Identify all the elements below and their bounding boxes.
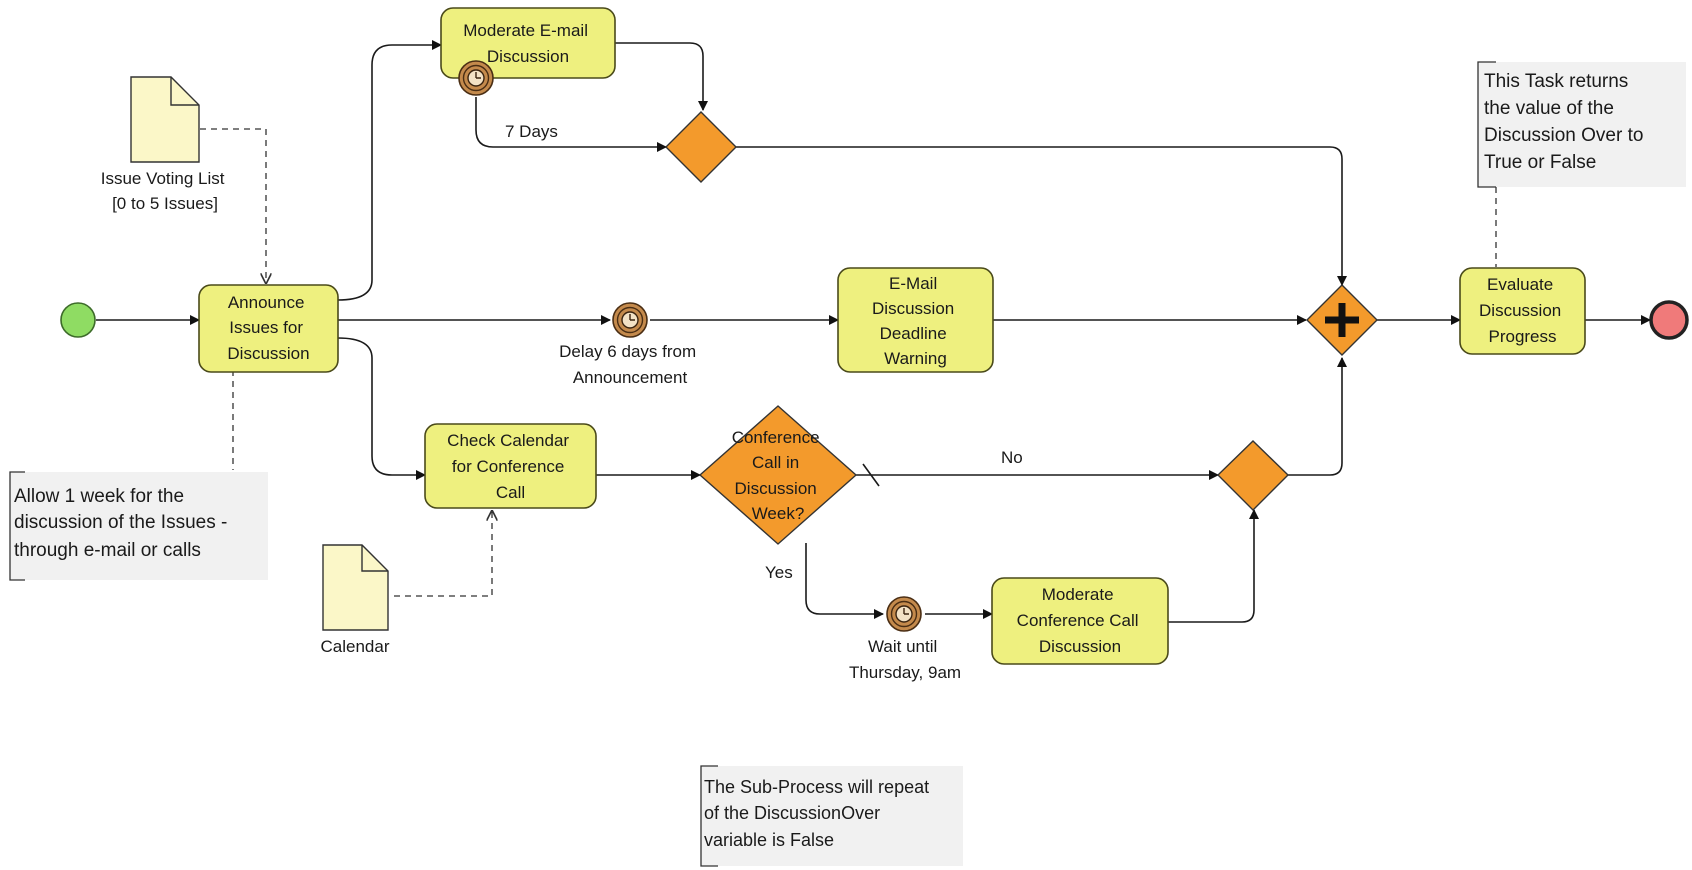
gateway-label-line: Conference: [732, 428, 820, 447]
svg-text:Evaluate Discussion: Evaluate Discussion Progress: [1479, 275, 1566, 346]
wait-until-thursday-label: Wait until Thursday, 9am: [849, 637, 961, 682]
document-calendar[interactable]: Calendar: [321, 544, 390, 656]
timer-icon[interactable]: [458, 60, 494, 96]
task-label-line: Discussion: [872, 299, 954, 318]
associations: [200, 128, 1497, 597]
annotation-line: discussion of the Issues -: [14, 512, 227, 533]
svg-text:Allow 1 week for the dis: Allow 1 week for the discussion of the I…: [14, 486, 233, 561]
event-label-line: Thursday, 9am: [849, 663, 961, 682]
task-label-line: Announce: [228, 293, 305, 312]
annotation-allow-week: Allow 1 week for the discussion of the I…: [9, 471, 268, 581]
annotation-line: of the DiscussionOver: [704, 803, 880, 823]
annotation-line: The Sub-Process will repeat: [704, 777, 929, 797]
flow-label-7-days: 7 Days: [505, 122, 558, 141]
annotation-line: the value of the: [1484, 98, 1614, 119]
decision-gateway-conference-week[interactable]: Conference Call in Discussion Week?: [698, 405, 858, 545]
task-label-line: Deadline: [880, 324, 947, 343]
svg-text:The Sub-Process will repeat: The Sub-Process will repeat of the Discu…: [704, 777, 934, 850]
task-check-calendar[interactable]: Check Calendar for Conference Call: [424, 423, 597, 509]
svg-text:Calendar: Calendar: [321, 637, 390, 656]
svg-text:Announce Issues for: Announce Issues for Discussion: [227, 293, 309, 363]
task-label-line: Discussion: [1039, 637, 1121, 656]
task-label-line: Progress: [1488, 327, 1556, 346]
delay-6-days-label: Delay 6 days from Announcement: [559, 342, 701, 387]
task-label-line: Discussion: [227, 344, 309, 363]
end-event[interactable]: [1649, 300, 1689, 340]
task-evaluate-progress[interactable]: Evaluate Discussion Progress: [1459, 267, 1586, 355]
svg-text:Conference Call in: Conference Call in Discussion Week?: [732, 428, 825, 523]
gateway-label-line: Week?: [752, 504, 805, 523]
flow-label-yes: Yes: [765, 563, 793, 582]
gateway-label-line: Call in: [752, 453, 799, 472]
annotation-line: This Task returns: [1484, 71, 1628, 92]
annotation-line: variable is False: [704, 830, 834, 850]
task-label-line: Warning: [884, 349, 947, 368]
task-label-line: Moderate: [1042, 585, 1114, 604]
task-label-line: Call: [496, 483, 525, 502]
event-label-line: Delay 6 days from: [559, 342, 696, 361]
svg-text:This Task returns the va: This Task returns the value of the Discu…: [1484, 71, 1649, 173]
document-label-line: [0 to 5 Issues]: [112, 194, 218, 213]
svg-text:Moderate E-mail Discussi: Moderate E-mail Discussion: [463, 21, 592, 66]
timer-icon[interactable]: [886, 596, 922, 632]
task-label-line: Moderate E-mail: [463, 21, 588, 40]
document-label-line: Issue Voting List: [101, 169, 225, 188]
annotation-subprocess-repeat: The Sub-Process will repeat of the Discu…: [700, 765, 963, 867]
flow-label-no: No: [1001, 448, 1023, 467]
task-moderate-email[interactable]: Moderate E-mail Discussion: [440, 7, 616, 79]
start-event[interactable]: [60, 302, 96, 338]
exclusive-gateway[interactable]: [665, 111, 737, 183]
task-label-line: Discussion: [487, 47, 569, 66]
task-announce-issues[interactable]: Announce Issues for Discussion: [198, 284, 339, 373]
gateway-label-line: Discussion: [735, 479, 817, 498]
task-label-line: Evaluate: [1487, 275, 1553, 294]
document-label-line: Calendar: [321, 637, 390, 656]
parallel-gateway[interactable]: [1306, 284, 1378, 356]
timer-icon[interactable]: [612, 302, 648, 338]
task-label-line: Check Calendar: [447, 431, 569, 450]
event-label-line: Wait until: [868, 637, 937, 656]
svg-text:E-Mail Discussion: E-Mail Discussion Deadline Warning: [872, 274, 959, 368]
annotation-line: Discussion Over to: [1484, 125, 1643, 146]
task-label-line: Discussion: [1479, 301, 1561, 320]
task-label-line: Conference Call: [1017, 611, 1139, 630]
sequence-flows: [96, 40, 1651, 623]
task-moderate-conference-call[interactable]: Moderate Conference Call Discussion: [991, 577, 1169, 665]
task-deadline-warning[interactable]: E-Mail Discussion Deadline Warning: [837, 267, 994, 373]
annotation-line: through e-mail or calls: [14, 540, 201, 561]
svg-text:Issue Voting List [0 to: Issue Voting List [0 to 5 Issues]: [101, 169, 230, 213]
document-issue-voting-list[interactable]: Issue Voting List [0 to 5 Issues]: [101, 76, 230, 213]
task-label-line: Issues for: [229, 318, 303, 337]
task-label-line: E-Mail: [889, 274, 937, 293]
annotation-task-returns: This Task returns the value of the Discu…: [1477, 61, 1686, 188]
svg-text:Check Calendar for Confe: Check Calendar for Conference Call: [447, 431, 574, 502]
merge-gateway[interactable]: [1217, 440, 1289, 511]
annotation-line: True or False: [1484, 152, 1596, 173]
event-label-line: Announcement: [573, 368, 688, 387]
annotation-line: Allow 1 week for the: [14, 486, 184, 507]
task-label-line: for Conference: [452, 457, 564, 476]
svg-text:Moderate Conference Call: Moderate Conference Call Discussion: [1017, 585, 1144, 656]
